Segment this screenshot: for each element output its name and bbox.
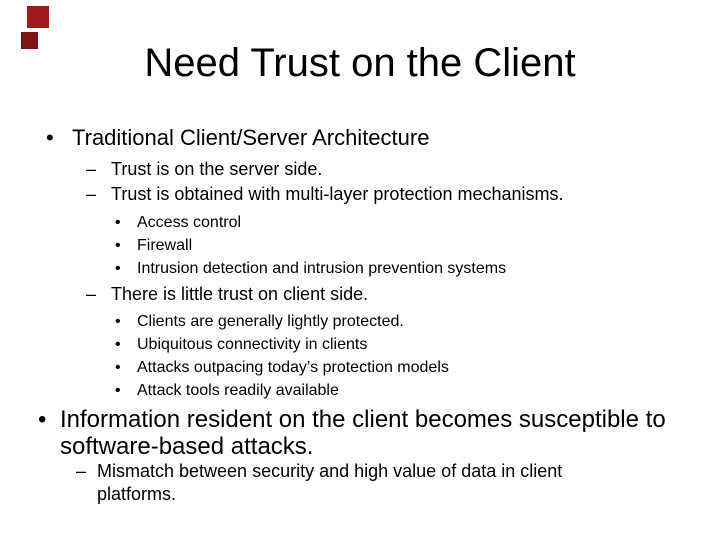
decor-square-large [27, 6, 49, 28]
dash-marker: – [76, 461, 87, 481]
bullet-item: • Clients are generally lightly protecte… [115, 312, 404, 332]
bullet-text: Clients are generally lightly protected. [137, 313, 404, 330]
bullet-text: Intrusion detection and intrusion preven… [137, 260, 507, 277]
bullet-text: Trust is obtained with multi-layer prote… [111, 184, 564, 204]
bullet-marker: • [115, 336, 121, 353]
dash-marker: – [86, 159, 97, 179]
bullet-text: Attack tools readily available [137, 382, 339, 399]
bullet-marker: • [38, 406, 47, 433]
bullet-marker: • [115, 382, 121, 399]
bullet-item: • Information resident on the client bec… [38, 406, 666, 460]
bullet-item: • Intrusion detection and intrusion prev… [115, 259, 506, 279]
bullet-item: • Attacks outpacing today’s protection m… [115, 358, 449, 378]
slide-title: Need Trust on the Client [144, 41, 576, 85]
bullet-text: Firewall [137, 237, 193, 254]
dash-marker: – [86, 184, 97, 204]
bullet-text: Access control [137, 214, 242, 231]
bullet-item: • Ubiquitous connectivity in clients [115, 335, 367, 355]
bullet-item: – Mismatch between security and high val… [76, 460, 562, 506]
bullet-marker: • [115, 359, 121, 376]
bullet-text: Attacks outpacing today’s protection mod… [137, 359, 449, 376]
bullet-marker: • [115, 214, 121, 231]
bullet-item: – Trust is on the server side. [86, 158, 322, 180]
bullet-item: • Firewall [115, 236, 192, 256]
bullet-marker: • [46, 125, 54, 150]
bullet-text: Information resident on the client becom… [60, 406, 666, 460]
bullet-item: • Attack tools readily available [115, 381, 339, 401]
bullet-item: • Traditional Client/Server Architecture [46, 125, 429, 151]
bullet-text: Mismatch between security and high value… [97, 461, 563, 504]
bullet-marker: • [115, 237, 121, 254]
decor-square-small [21, 32, 38, 49]
bullet-text: Ubiquitous connectivity in clients [137, 336, 368, 353]
bullet-text: Trust is on the server side. [111, 159, 323, 179]
bullet-item: • Access control [115, 213, 241, 233]
bullet-text: Traditional Client/Server Architecture [72, 125, 430, 150]
bullet-marker: • [115, 313, 121, 330]
bullet-text: There is little trust on client side. [111, 284, 369, 304]
dash-marker: – [86, 284, 97, 304]
bullet-item: – There is little trust on client side. [86, 283, 368, 305]
bullet-marker: • [115, 260, 121, 277]
bullet-item: – Trust is obtained with multi-layer pro… [86, 183, 564, 205]
